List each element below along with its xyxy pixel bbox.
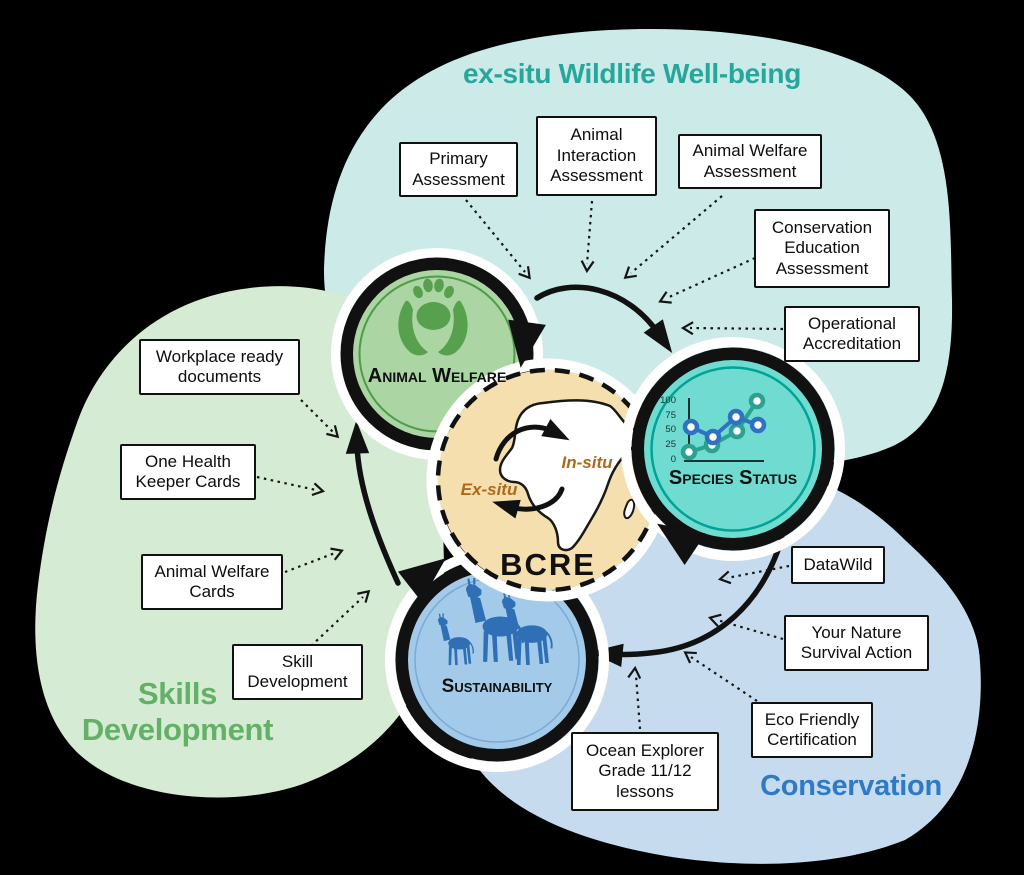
species-chart-axis-ticks: 100 75 50 25 0 xyxy=(650,394,676,468)
conservation-section-title: Conservation xyxy=(760,770,942,802)
exsitu-insitu-cycle-arrows xyxy=(492,419,570,519)
sustainability-ring-arrowhead xyxy=(397,558,446,602)
flow-arrow-skills xyxy=(345,420,401,586)
label-box-your-nature-survival-action: Your Nature Survival Action xyxy=(784,615,929,671)
label-box-skill-development: Skill Development xyxy=(232,644,363,700)
label-box-datawild: DataWild xyxy=(791,546,885,584)
label-box-animal-welfare-assessment: Animal Welfare Assessment xyxy=(678,134,822,189)
dotted-arrow-conservation-education-assessment xyxy=(658,256,756,304)
species-status-circle xyxy=(621,337,845,561)
ex-situ-label: Ex-situ xyxy=(460,480,518,499)
dotted-arrow-workplace-ready-documents xyxy=(300,399,340,439)
species-status-ring-arrowhead xyxy=(657,523,706,566)
dotted-arrow-one-health-keeper-cards xyxy=(256,475,326,497)
paw-in-hands-icon xyxy=(398,278,468,356)
dotted-arrow-primary-assessment xyxy=(465,199,531,280)
chart-tick: 50 xyxy=(665,424,676,436)
label-box-eco-friendly-certification: Eco Friendly Certification xyxy=(751,702,873,758)
dotted-arrow-animal-welfare-assessment xyxy=(623,195,723,280)
dotted-arrow-animal-interaction-assessment xyxy=(580,200,595,274)
chart-tick: 75 xyxy=(665,409,676,421)
dotted-arrow-eco-friendly-certification xyxy=(683,651,758,702)
bcre-acronym: BCRE xyxy=(500,547,596,582)
dotted-arrow-ocean-explorer-lessons xyxy=(627,665,642,730)
chart-tick: 25 xyxy=(665,439,676,451)
label-box-workplace-ready-documents: Workplace ready documents xyxy=(139,339,300,395)
bcre-center-circle xyxy=(426,358,670,602)
flow-arrow-top xyxy=(534,284,673,353)
label-box-operational-accreditation: Operational Accreditation xyxy=(784,306,920,362)
label-box-one-health-keeper-cards: One Health Keeper Cards xyxy=(120,444,256,500)
population-trend-chart-icon xyxy=(680,392,767,462)
label-box-conservation-education-assessment: Conservation Education Assessment xyxy=(754,209,890,288)
animal-welfare-ring-arrowhead xyxy=(508,319,546,368)
label-box-animal-welfare-cards: Animal Welfare Cards xyxy=(141,554,283,610)
label-box-ocean-explorer-lessons: Ocean Explorer Grade 11/12 lessons xyxy=(571,732,719,811)
dotted-arrow-skill-development xyxy=(310,589,371,647)
species-status-label: Species Status xyxy=(668,467,798,489)
label-box-primary-assessment: Primary Assessment xyxy=(399,142,518,197)
label-box-animal-interaction-assessment: Animal Interaction Assessment xyxy=(536,116,657,196)
dotted-arrow-your-nature-survival-action xyxy=(707,613,784,641)
chart-tick: 100 xyxy=(660,395,676,406)
dotted-arrow-datawild xyxy=(717,564,790,585)
dotted-arrow-operational-accreditation xyxy=(680,321,784,336)
chart-tick: 0 xyxy=(670,453,676,465)
dotted-arrow-animal-welfare-cards xyxy=(284,547,344,574)
skills-section-title: Skills Development xyxy=(81,676,274,747)
wellbeing-section-title: ex-situ Wildlife Well-being xyxy=(462,58,802,89)
sustainability-label: Sustainability xyxy=(441,676,553,697)
animal-welfare-label: Animal Welfare xyxy=(367,365,507,387)
in-situ-label: In-situ xyxy=(561,453,613,472)
